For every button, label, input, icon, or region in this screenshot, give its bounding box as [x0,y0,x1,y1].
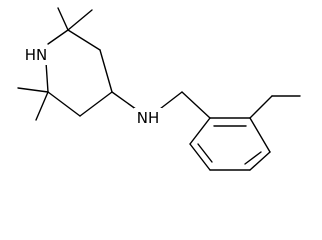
amine-nh-label: NH [137,109,160,127]
ring-nh-label: HN [25,46,48,64]
bond [35,91,49,121]
structure-canvas: HN NH [17,7,301,171]
bond [181,91,211,119]
bond [47,91,81,117]
bond [249,151,271,171]
bond [67,9,93,31]
piperidine-ring [17,7,113,121]
bond [57,7,69,31]
bond [189,117,211,145]
bond [249,117,271,153]
bond [197,143,213,163]
bond [17,87,49,93]
bond [67,29,101,51]
bond [249,95,273,119]
bond [79,91,113,117]
molecule-structure: HN NH [17,7,301,171]
bond [244,151,262,165]
bond [99,49,113,93]
bond [189,143,211,171]
benzene-ring [189,95,301,171]
bond [45,61,49,93]
bond [47,29,69,45]
